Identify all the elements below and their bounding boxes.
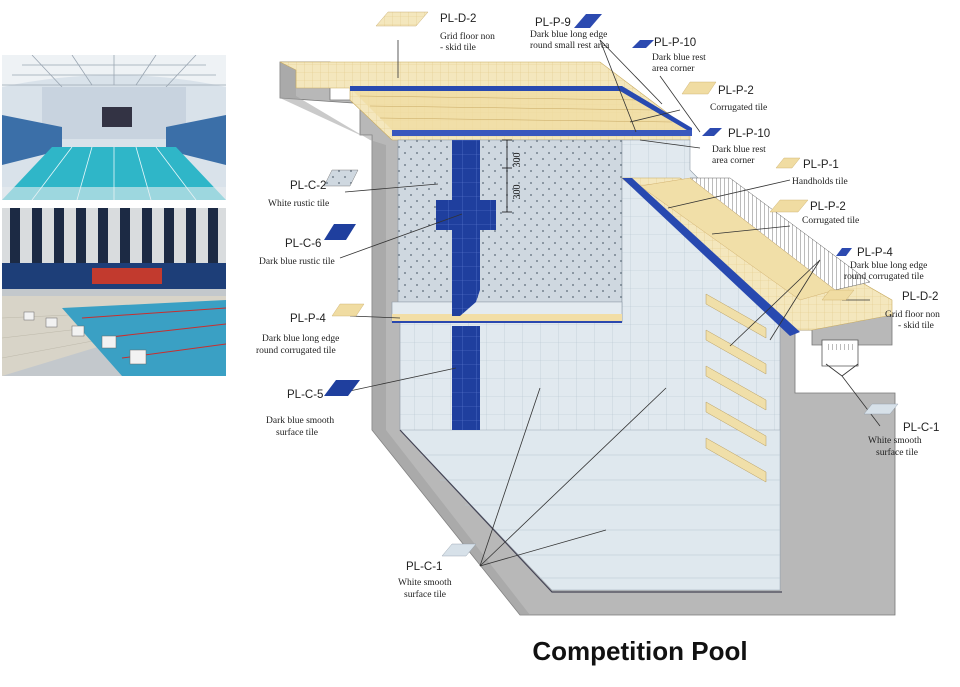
svg-text:- skid tile: - skid tile bbox=[898, 321, 934, 331]
svg-text:White smooth: White smooth bbox=[868, 436, 922, 446]
photo-indoor-pool-hall bbox=[2, 55, 226, 200]
svg-text:surface tile: surface tile bbox=[876, 447, 918, 458]
svg-text:PL-D-2: PL-D-2 bbox=[440, 13, 476, 25]
rest-area-blue-edge bbox=[350, 86, 692, 133]
label-pl-p-2-top: PL-P-2 Corrugated tile bbox=[710, 85, 767, 113]
label-pl-p-10-top: PL-P-10 Dark blue rest area corner bbox=[652, 37, 706, 74]
leader-lines bbox=[339, 39, 881, 567]
label-pl-c-5: PL-C-5 Dark blue smooth surface tile bbox=[266, 389, 334, 438]
label-pl-p-10-mid: PL-P-10 Dark blue rest area corner bbox=[712, 128, 770, 166]
svg-text:PL-P-4: PL-P-4 bbox=[290, 313, 326, 325]
svg-text:round corrugated tile: round corrugated tile bbox=[256, 346, 336, 356]
svg-text:PL-P-9: PL-P-9 bbox=[535, 17, 571, 29]
svg-text:PL-P-10: PL-P-10 bbox=[654, 37, 696, 49]
photo-pool-starting-blocks bbox=[2, 208, 226, 376]
svg-text:PL-C-1: PL-C-1 bbox=[903, 422, 939, 434]
side-wall-step-tiles bbox=[705, 293, 767, 483]
label-pl-c-6: PL-C-6 Dark blue rustic tile bbox=[259, 238, 335, 267]
svg-text:Corrugated tile: Corrugated tile bbox=[802, 216, 859, 226]
dimension-300-top: 300 bbox=[512, 153, 523, 168]
svg-text:White smooth: White smooth bbox=[398, 578, 452, 588]
label-pl-c-2: PL-C-2 White rustic tile bbox=[268, 180, 329, 209]
svg-text:Dark blue long edge: Dark blue long edge bbox=[850, 261, 927, 271]
lane-mark-cross bbox=[436, 140, 496, 316]
label-pl-d-2-top: PL-D-2 Grid floor non - skid tile bbox=[440, 13, 495, 53]
svg-text:PL-P-2: PL-P-2 bbox=[810, 201, 846, 213]
svg-text:PL-D-2: PL-D-2 bbox=[902, 291, 938, 303]
svg-text:surface tile: surface tile bbox=[276, 427, 318, 438]
svg-text:- skid tile: - skid tile bbox=[440, 43, 476, 53]
svg-text:Handholds tile: Handholds tile bbox=[792, 177, 848, 187]
label-pl-p-4-right: PL-P-4 Dark blue long edge round corruga… bbox=[844, 247, 927, 282]
back-wall-rustic-tile bbox=[397, 139, 623, 303]
label-pl-d-2-right: PL-D-2 Grid floor non - skid tile bbox=[885, 291, 940, 331]
label-pl-p-4-left: PL-P-4 Dark blue long edge round corruga… bbox=[256, 313, 339, 356]
svg-text:Dark blue long edge: Dark blue long edge bbox=[262, 334, 339, 344]
svg-text:area corner: area corner bbox=[712, 156, 755, 166]
svg-text:Dark blue rest: Dark blue rest bbox=[652, 53, 706, 63]
svg-text:Dark blue smooth: Dark blue smooth bbox=[266, 416, 334, 426]
svg-text:PL-C-5: PL-C-5 bbox=[287, 389, 323, 401]
label-pl-c-1-right: PL-C-1 White smooth surface tile bbox=[868, 422, 939, 458]
svg-text:Dark blue rest: Dark blue rest bbox=[712, 145, 766, 155]
label-pl-p-2-mid: PL-P-2 Corrugated tile bbox=[802, 201, 859, 226]
svg-text:PL-C-6: PL-C-6 bbox=[285, 238, 321, 250]
svg-text:surface tile: surface tile bbox=[404, 589, 446, 600]
dimension-300-bottom: 300 bbox=[512, 185, 523, 200]
svg-text:area corner: area corner bbox=[652, 64, 695, 74]
lane-mark-line bbox=[452, 326, 480, 430]
label-pl-c-1-bottom: PL-C-1 White smooth surface tile bbox=[398, 561, 452, 600]
svg-text:PL-P-10: PL-P-10 bbox=[728, 128, 770, 140]
svg-text:Grid floor non: Grid floor non bbox=[440, 31, 495, 42]
svg-text:Grid floor non: Grid floor non bbox=[885, 309, 940, 320]
svg-text:PL-P-2: PL-P-2 bbox=[718, 85, 754, 97]
svg-text:PL-C-2: PL-C-2 bbox=[290, 180, 326, 192]
svg-text:PL-P-4: PL-P-4 bbox=[857, 247, 893, 259]
label-pl-p-1: PL-P-1 Handholds tile bbox=[792, 159, 848, 187]
svg-text:Dark blue rustic tile: Dark blue rustic tile bbox=[259, 257, 335, 267]
svg-text:White rustic tile: White rustic tile bbox=[268, 199, 329, 209]
svg-text:PL-C-1: PL-C-1 bbox=[406, 561, 442, 573]
pool-floor-smooth-tile bbox=[399, 429, 781, 591]
dimension-marks bbox=[502, 139, 512, 213]
svg-text:Corrugated tile: Corrugated tile bbox=[710, 103, 767, 113]
overflow-gutter bbox=[821, 339, 859, 367]
svg-text:round small rest area: round small rest area bbox=[530, 41, 610, 51]
tile-swatches bbox=[323, 11, 899, 557]
svg-text:round corrugated tile: round corrugated tile bbox=[844, 272, 924, 282]
svg-text:Dark blue long edge: Dark blue long edge bbox=[530, 30, 607, 40]
svg-text:PL-P-1: PL-P-1 bbox=[803, 159, 839, 171]
label-pl-p-9: PL-P-9 Dark blue long edge round small r… bbox=[530, 17, 610, 51]
diagram-title: Competition Pool bbox=[532, 636, 748, 666]
